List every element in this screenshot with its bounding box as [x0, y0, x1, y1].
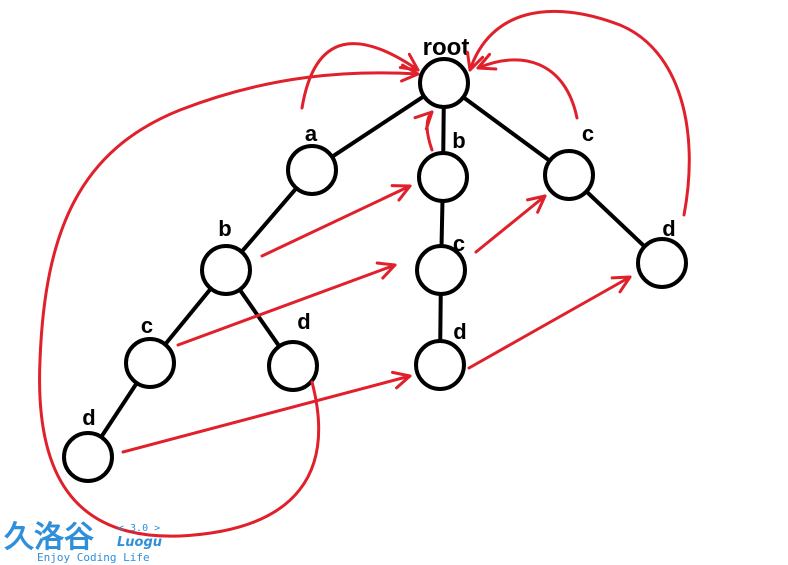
tree-edge-a-ab — [239, 186, 299, 254]
node-circle — [200, 244, 252, 296]
tree-edge-b-bc — [439, 198, 445, 249]
node-circle — [414, 339, 466, 391]
node-label: d — [662, 216, 675, 241]
trie-node-root: root — [418, 34, 470, 109]
node-label: c — [453, 231, 465, 256]
trie-node-abcd: d — [62, 405, 114, 483]
node-circle — [267, 340, 319, 392]
node-circle — [286, 144, 338, 196]
fail-link-ab-to-b — [260, 184, 412, 258]
fail-link-abc-to-bc — [176, 261, 397, 347]
node-label: d — [82, 405, 95, 430]
tree-edge-c-cd — [584, 189, 647, 249]
tree-edge-root-c — [461, 95, 552, 163]
node-circle — [124, 337, 176, 389]
node-label: d — [453, 319, 466, 344]
tree-edge-abc-abcd — [99, 381, 139, 439]
logo-name: Luogu — [117, 535, 162, 550]
trie-node-bc: c — [415, 231, 467, 296]
trie-node-bcd: d — [414, 319, 467, 391]
logo-mark: 久洛谷 — [4, 520, 94, 555]
node-circle — [415, 244, 467, 296]
fail-link-abd-to-root — [38, 63, 420, 538]
node-circle — [543, 149, 595, 201]
node-circle — [418, 57, 470, 109]
node-label: c — [582, 121, 594, 146]
fail-links — [38, 9, 691, 538]
node-circle — [417, 151, 469, 203]
node-circle — [636, 237, 688, 289]
fail-link-bcd-to-cd — [467, 275, 632, 370]
node-label: c — [141, 313, 153, 338]
fail-link-b-to-root — [413, 110, 434, 152]
node-label: b — [452, 128, 465, 153]
fail-link-abcd-to-bcd — [121, 370, 412, 454]
trie-node-abd: d — [267, 309, 319, 392]
fail-link-cd-to-root — [465, 9, 691, 217]
node-label: a — [305, 121, 318, 146]
tree-edge-ab-abc — [163, 286, 213, 347]
trie-node-ab: b — [200, 216, 252, 296]
node-label: root — [423, 34, 470, 61]
node-label: d — [297, 309, 310, 334]
trie-node-abc: c — [124, 313, 176, 389]
logo-tagline: Enjoy Coding Life — [37, 551, 150, 564]
node-label: b — [218, 216, 231, 241]
tree-edge-ab-abd — [237, 287, 282, 349]
luogu-logo: 久洛谷 < 3.0 > Luogu Enjoy Coding Life — [4, 520, 162, 564]
logo-version: < 3.0 > — [118, 523, 160, 534]
fail-link-a-to-root — [300, 42, 420, 110]
fail-link-c-to-root — [476, 52, 579, 120]
trie-node-a: a — [286, 121, 338, 196]
fail-link-bc-to-c — [474, 194, 547, 254]
trie-node-c: c — [543, 121, 595, 201]
trie-node-b: b — [417, 128, 469, 203]
trie-nodes: root a b c d d b c d c d — [62, 34, 688, 483]
tree-edges — [99, 94, 647, 439]
trie-node-cd: d — [636, 216, 688, 289]
tree-edge-root-a — [330, 94, 426, 159]
node-circle — [62, 431, 114, 483]
